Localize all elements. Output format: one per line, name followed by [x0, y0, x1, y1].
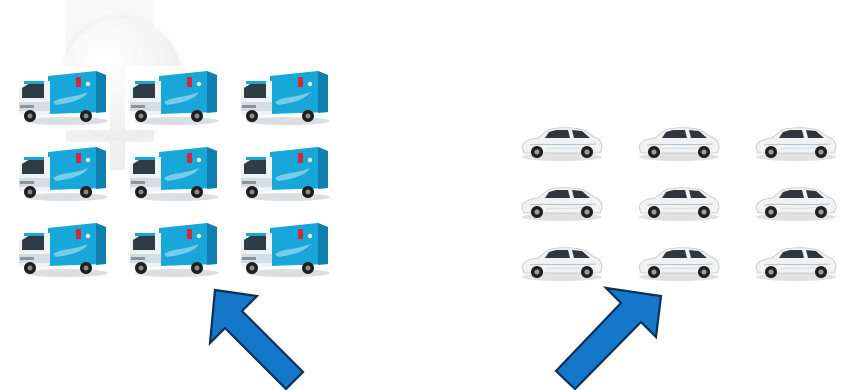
- arrow-to-cars: [556, 288, 661, 389]
- arrow-to-trucks: [210, 290, 303, 389]
